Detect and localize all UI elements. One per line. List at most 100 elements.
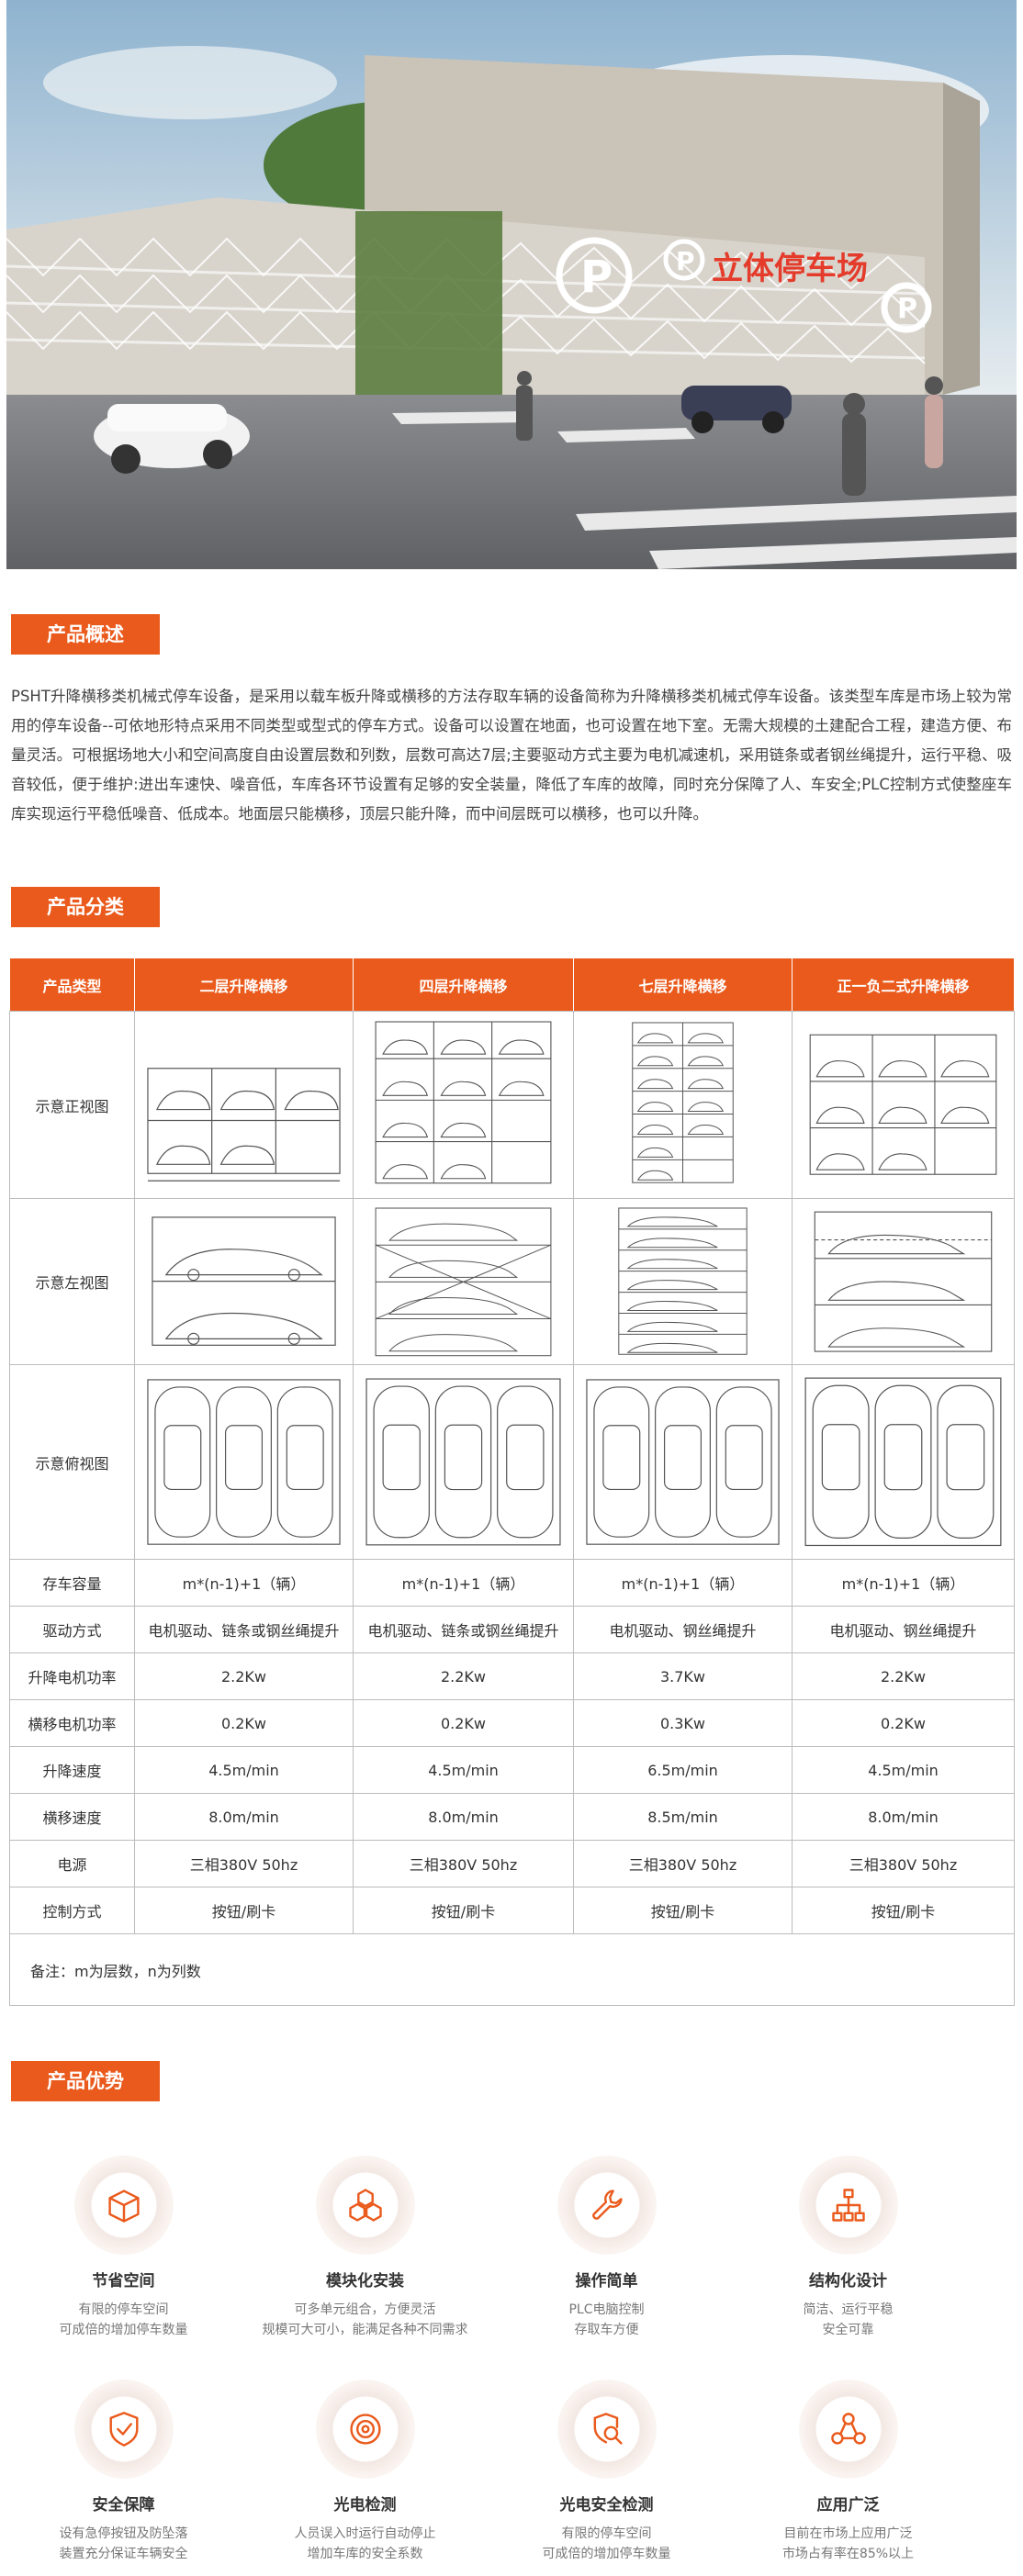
advantage-title: 模块化安装 [326,2272,404,2290]
advantage-title: 操作简单 [575,2272,638,2290]
row-label: 升降电机功率 [9,1652,135,1701]
advantage-title: 结构化设计 [809,2272,887,2290]
table-cell: 8.0m/min [353,1793,574,1842]
table-note: 备注：m为层数，n为列数 [9,1933,1015,2007]
svg-text:P: P [676,246,695,276]
advantage-item: 光电安全检测有限的停车空间可成倍的增加停车数量 [489,2380,725,2564]
table-row: 示意正视图 [9,1011,1015,1199]
front-view-drawing [792,1011,1015,1199]
advantage-desc-line-1: 有限的停车空间 [561,2526,652,2541]
wrench-icon [587,2185,627,2225]
table-cell: 电机驱动、链条或钢丝绳提升 [134,1606,354,1654]
sensor-icon [345,2409,386,2449]
table-cell: 三相380V 50hz [134,1840,354,1888]
top-view-drawing [353,1364,574,1561]
row-label: 电源 [9,1840,135,1888]
table-cell: 按钮/刷卡 [792,1887,1015,1935]
advantage-title: 光电检测 [333,2496,397,2514]
table-cell: 0.2Kw [134,1699,354,1748]
advantage-desc-line-2: 增加车库的安全系数 [307,2547,423,2561]
table-cell: m*(n-1)+1（辆） [134,1559,354,1607]
table-cell: 电机驱动、钢丝绳提升 [573,1606,793,1654]
table-cell: 4.5m/min [134,1746,354,1795]
parking-garage-illustration: P P P 立体停车场 [6,0,1017,569]
table-cell: 4.5m/min [792,1746,1015,1795]
table-cell: 三相380V 50hz [573,1840,793,1888]
advantage-desc-line-1: 设有急停按钮及防坠落 [59,2526,188,2541]
table-cell: m*(n-1)+1（辆） [353,1559,574,1607]
table-cell: 4.5m/min [353,1746,574,1795]
table-cell: 按钮/刷卡 [573,1887,793,1935]
advantage-title: 安全保障 [92,2496,155,2514]
table-cell: 6.5m/min [573,1746,793,1795]
advantage-item: 结构化设计简洁、运行平稳安全可靠 [730,2156,966,2340]
advantage-item: 应用广泛目前在市场上应用广泛市场占有率在85%以上 [730,2380,966,2564]
row-label: 控制方式 [9,1887,135,1935]
table-cell: 2.2Kw [134,1652,354,1701]
icon-circle [798,2380,898,2479]
header-cell: 产品类型 [9,958,135,1012]
advantage-title: 光电安全检测 [559,2496,654,2514]
svg-text:P: P [897,293,917,325]
advantages-row: 节省空间有限的停车空间可成倍的增加停车数量模块化安装可多单元组合，方便灵活规模可… [0,2156,1023,2340]
table-header-row: 产品类型 二层升降横移 四层升降横移 七层升降横移 正一负二式升降横移 [9,958,1015,1012]
table-cell: 2.2Kw [792,1652,1015,1701]
advantage-item: 模块化安装可多单元组合，方便灵活规模可大可小，能满足各种不同需求 [247,2156,483,2340]
search-shield-icon [587,2409,627,2449]
table-cell: 2.2Kw [353,1652,574,1701]
table-row: 驱动方式电机驱动、链条或钢丝绳提升电机驱动、链条或钢丝绳提升电机驱动、钢丝绳提升… [9,1606,1015,1654]
icon-circle [798,2156,898,2255]
advantage-desc-line-1: PLC电脑控制 [568,2302,645,2317]
top-view-drawing [792,1364,1015,1561]
product-spec-table: 产品类型 二层升降横移 四层升降横移 七层升降横移 正一负二式升降横移 示意正视… [9,958,1015,2007]
advantage-desc-line-2: 可成倍的增加停车数量 [59,2323,188,2337]
table-note-row: 备注：m为层数，n为列数 [9,1933,1015,2007]
table-cell: 按钮/刷卡 [353,1887,574,1935]
top-view-drawing [134,1364,354,1561]
icon-circle [315,2156,415,2255]
structure-icon [828,2185,869,2225]
advantage-title: 节省空间 [92,2272,155,2290]
table-cell: 3.7Kw [573,1652,793,1701]
section-title-overview: 产品概述 [11,614,160,655]
advantage-desc-line-1: 有限的停车空间 [78,2302,169,2317]
side-view-drawing [573,1197,793,1366]
front-view-drawing [353,1011,574,1199]
table-cell: 0.2Kw [792,1699,1015,1748]
section-title-classification: 产品分类 [11,887,160,927]
parking-sign-text: 立体停车场 [712,251,868,287]
row-label: 示意俯视图 [9,1364,135,1561]
table-row: 控制方式按钮/刷卡按钮/刷卡按钮/刷卡按钮/刷卡 [9,1887,1015,1935]
advantage-desc-line-2: 安全可靠 [822,2323,874,2337]
icon-circle [315,2380,415,2479]
svg-text:P: P [580,252,613,303]
advantage-desc-line-1: 人员误入时运行自动停止 [294,2526,436,2541]
row-label: 存车容量 [9,1559,135,1607]
table-row: 示意左视图 [9,1197,1015,1366]
row-label: 驱动方式 [9,1606,135,1654]
advantage-desc-line-2: 规模可大可小，能满足各种不同需求 [262,2323,468,2337]
advantage-desc-line-1: 简洁、运行平稳 [803,2302,894,2317]
advantage-item: 节省空间有限的停车空间可成倍的增加停车数量 [6,2156,242,2340]
advantage-desc-line-1: 可多单元组合，方便灵活 [294,2302,436,2317]
overview-paragraph: PSHT升降横移类机械式停车设备，是采用以载车板升降或横移的方法存取车辆的设备简… [11,688,1012,823]
table-cell: m*(n-1)+1（辆） [792,1559,1015,1607]
icon-circle [556,2380,657,2479]
hero-image: P P P 立体停车场 [6,0,1017,569]
table-cell: 8.0m/min [792,1793,1015,1842]
advantage-item: 安全保障设有急停按钮及防坠落装置充分保证车辆安全 [6,2380,242,2564]
shield-check-icon [104,2409,144,2449]
icon-circle [73,2380,174,2479]
modules-icon [345,2185,386,2225]
icon-circle [556,2156,657,2255]
cube-icon [104,2185,144,2225]
top-view-drawing [573,1364,793,1561]
advantage-title: 应用广泛 [816,2496,880,2514]
